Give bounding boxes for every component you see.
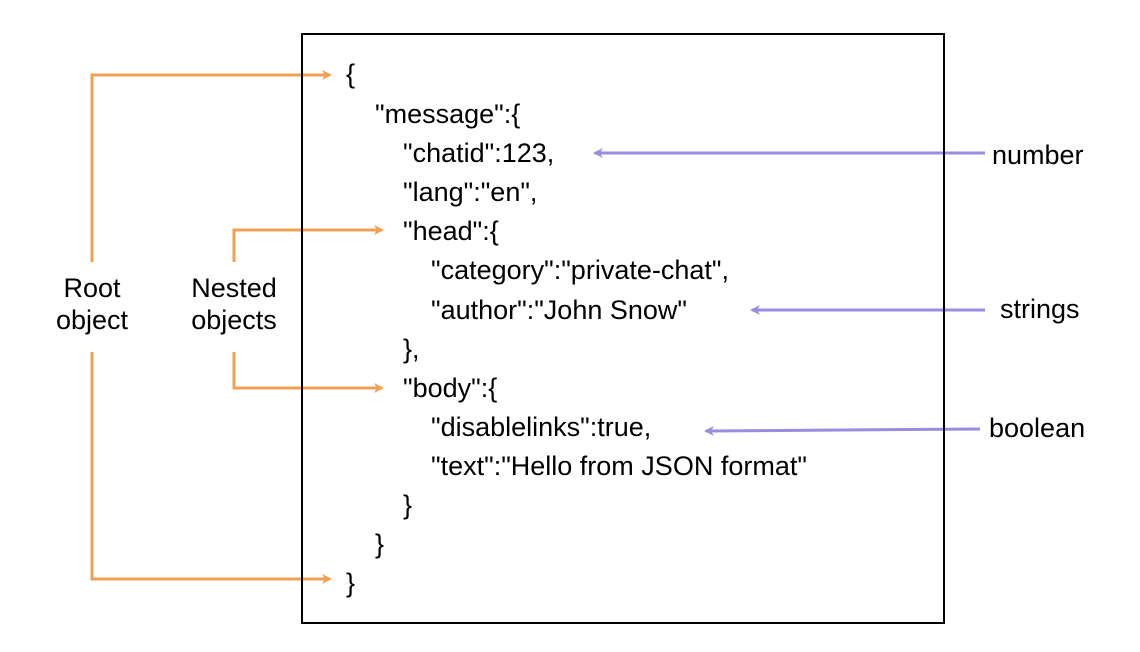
root-object-label: Root object: [42, 272, 142, 336]
strings-label: strings: [1000, 294, 1080, 324]
code-line-message-key: "message":{: [375, 99, 521, 129]
root-object-top-arrow: [90, 70, 332, 262]
code-line-disablelinks: "disablelinks":true,: [431, 412, 652, 442]
code-line-head-close: },: [403, 334, 420, 364]
code-line-lang: "lang":"en",: [403, 177, 538, 207]
code-line-message-close: }: [375, 529, 385, 559]
nested-objects-label-line2: objects: [191, 305, 277, 335]
json-code-box: [301, 33, 945, 624]
root-object-label-line1: Root: [63, 273, 121, 303]
boolean-label: boolean: [989, 413, 1086, 443]
number-label: number: [992, 140, 1084, 170]
root-object-bottom-arrow: [90, 352, 332, 584]
root-object-label-line2: object: [55, 305, 129, 335]
nested-body-arrow: [232, 352, 384, 393]
nested-objects-label: Nested objects: [174, 272, 294, 336]
nested-objects-label-line1: Nested: [191, 273, 277, 303]
code-line-body-close: }: [403, 490, 413, 520]
code-line-body-key: "body":{: [403, 373, 498, 403]
code-line-chatid: "chatid":123,: [403, 138, 555, 168]
code-line-root-close: }: [346, 568, 356, 598]
code-line-root-open: {: [346, 59, 356, 89]
code-line-category: "category":"private-chat",: [431, 255, 729, 285]
boolean-arrow: [704, 425, 981, 436]
code-line-author: "author":"John Snow": [431, 295, 687, 325]
code-line-head-key: "head":{: [403, 216, 499, 246]
nested-head-arrow: [232, 225, 384, 262]
code-line-text: "text":"Hello from JSON format": [431, 451, 807, 481]
